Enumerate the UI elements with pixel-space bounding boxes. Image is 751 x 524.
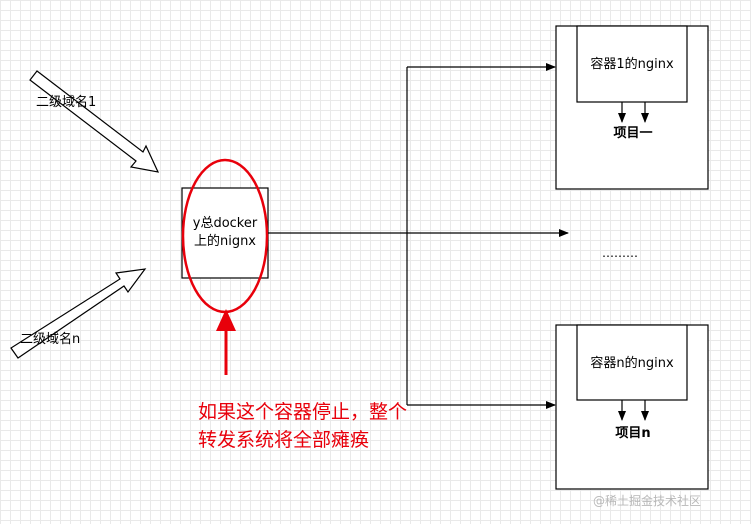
main-nginx-box bbox=[181, 187, 269, 279]
warning-text: 如果这个容器停止，整个 转发系统将全部瘫痪 bbox=[198, 401, 408, 451]
main-nginx-label: y总docker 上的nignx bbox=[192, 216, 258, 249]
subdomain-n-arrow bbox=[10, 268, 147, 359]
container-1-nginx-box bbox=[576, 25, 688, 103]
container-n-nginx-box bbox=[576, 324, 688, 401]
container-1-project-label: 项目一 bbox=[613, 126, 653, 141]
subdomain-1-label: 二级域名1 bbox=[36, 95, 97, 110]
container-n-nginx-label: 容器n的nginx bbox=[590, 356, 674, 371]
subdomain-1-arrow bbox=[29, 70, 160, 173]
container-1-nginx-label: 容器1的nginx bbox=[590, 57, 674, 72]
warning-arrow-head bbox=[216, 309, 236, 331]
ellipsis-label: ……… bbox=[602, 246, 638, 260]
watermark: @稀土掘金技术社区 bbox=[593, 494, 702, 508]
subdomain-n-label: 二级域名n bbox=[20, 332, 81, 347]
container-n-project-label: 项目n bbox=[615, 426, 651, 441]
